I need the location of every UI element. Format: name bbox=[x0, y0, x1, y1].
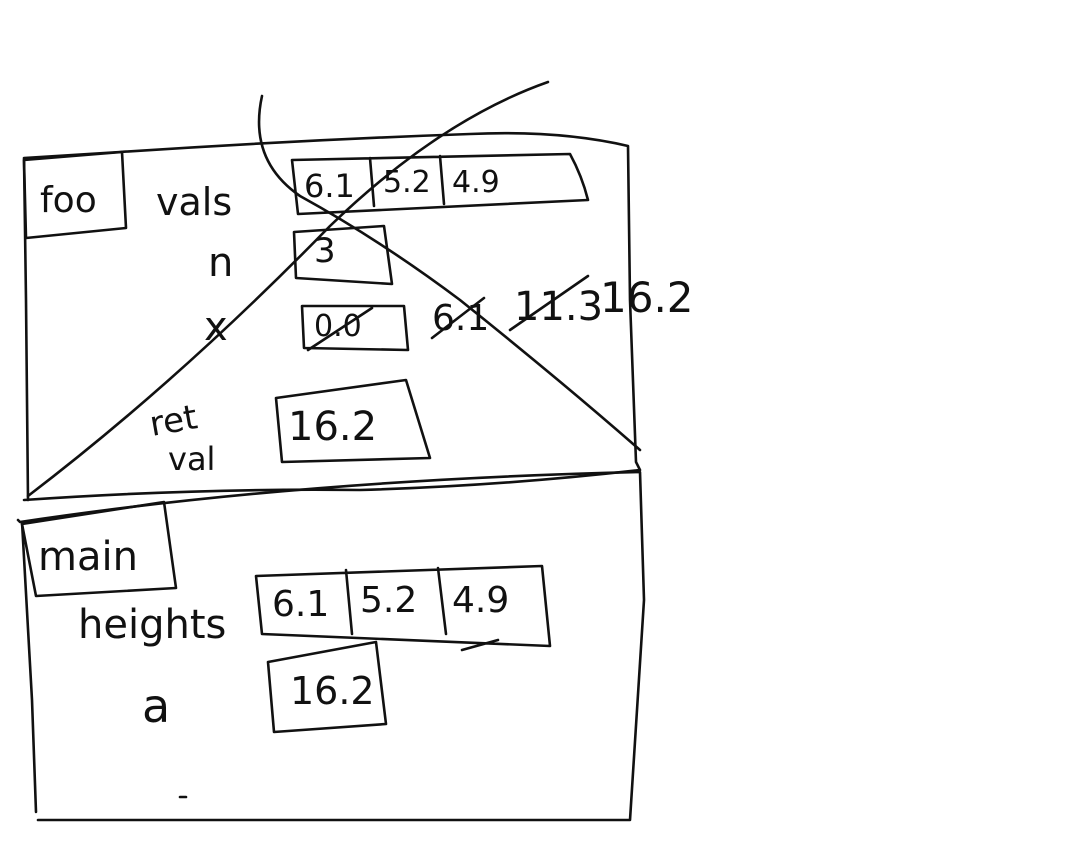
frame-cross-out-line-1 bbox=[26, 80, 550, 498]
ret-val-value: 16.2 bbox=[288, 404, 377, 450]
n-label: n bbox=[208, 240, 233, 286]
x-final: 16.2 bbox=[600, 273, 694, 322]
vals-cell-1: 5.2 bbox=[383, 165, 431, 200]
vals-cell-2: 4.9 bbox=[452, 165, 500, 200]
x-label: x bbox=[204, 304, 228, 350]
heights-cell-2: 4.9 bbox=[452, 580, 509, 621]
vals-array-box bbox=[290, 152, 590, 216]
x-value: 0.0 bbox=[314, 309, 362, 344]
ret-val-label-line1: ret bbox=[147, 397, 201, 445]
main-label: main bbox=[38, 534, 138, 580]
a-value: 16.2 bbox=[290, 669, 375, 713]
n-value: 3 bbox=[314, 231, 336, 271]
main-frame: main heights 6.1 5.2 4.9 a 16.2 bbox=[16, 470, 646, 822]
heights-array-box bbox=[254, 564, 552, 652]
heights-cell-0: 6.1 bbox=[272, 584, 329, 625]
ret-val-label-line2: val bbox=[168, 440, 215, 478]
x-history-0-strike bbox=[430, 296, 486, 340]
frame-cross-out-line-2 bbox=[257, 94, 642, 452]
a-label: a bbox=[142, 679, 170, 733]
x-history-1: 11.3 bbox=[514, 284, 603, 330]
ret-val-box bbox=[274, 378, 432, 464]
x-value-box bbox=[300, 304, 410, 352]
vals-label: vals bbox=[156, 180, 232, 224]
vals-cell-0: 6.1 bbox=[304, 167, 355, 205]
a-value-box bbox=[266, 640, 388, 734]
heights-label: heights bbox=[78, 602, 226, 648]
x-value-strike bbox=[306, 306, 374, 352]
foo-label-box bbox=[22, 150, 128, 240]
foo-label: foo bbox=[40, 180, 97, 221]
x-history-1-strike bbox=[508, 274, 590, 332]
main-label-box bbox=[20, 500, 178, 598]
n-value-box bbox=[292, 224, 394, 286]
heights-cell-1: 5.2 bbox=[360, 580, 417, 621]
foo-frame: foo vals 6.1 5.2 4.9 n 3 x 0.0 6.1 11.3 … bbox=[22, 80, 694, 502]
